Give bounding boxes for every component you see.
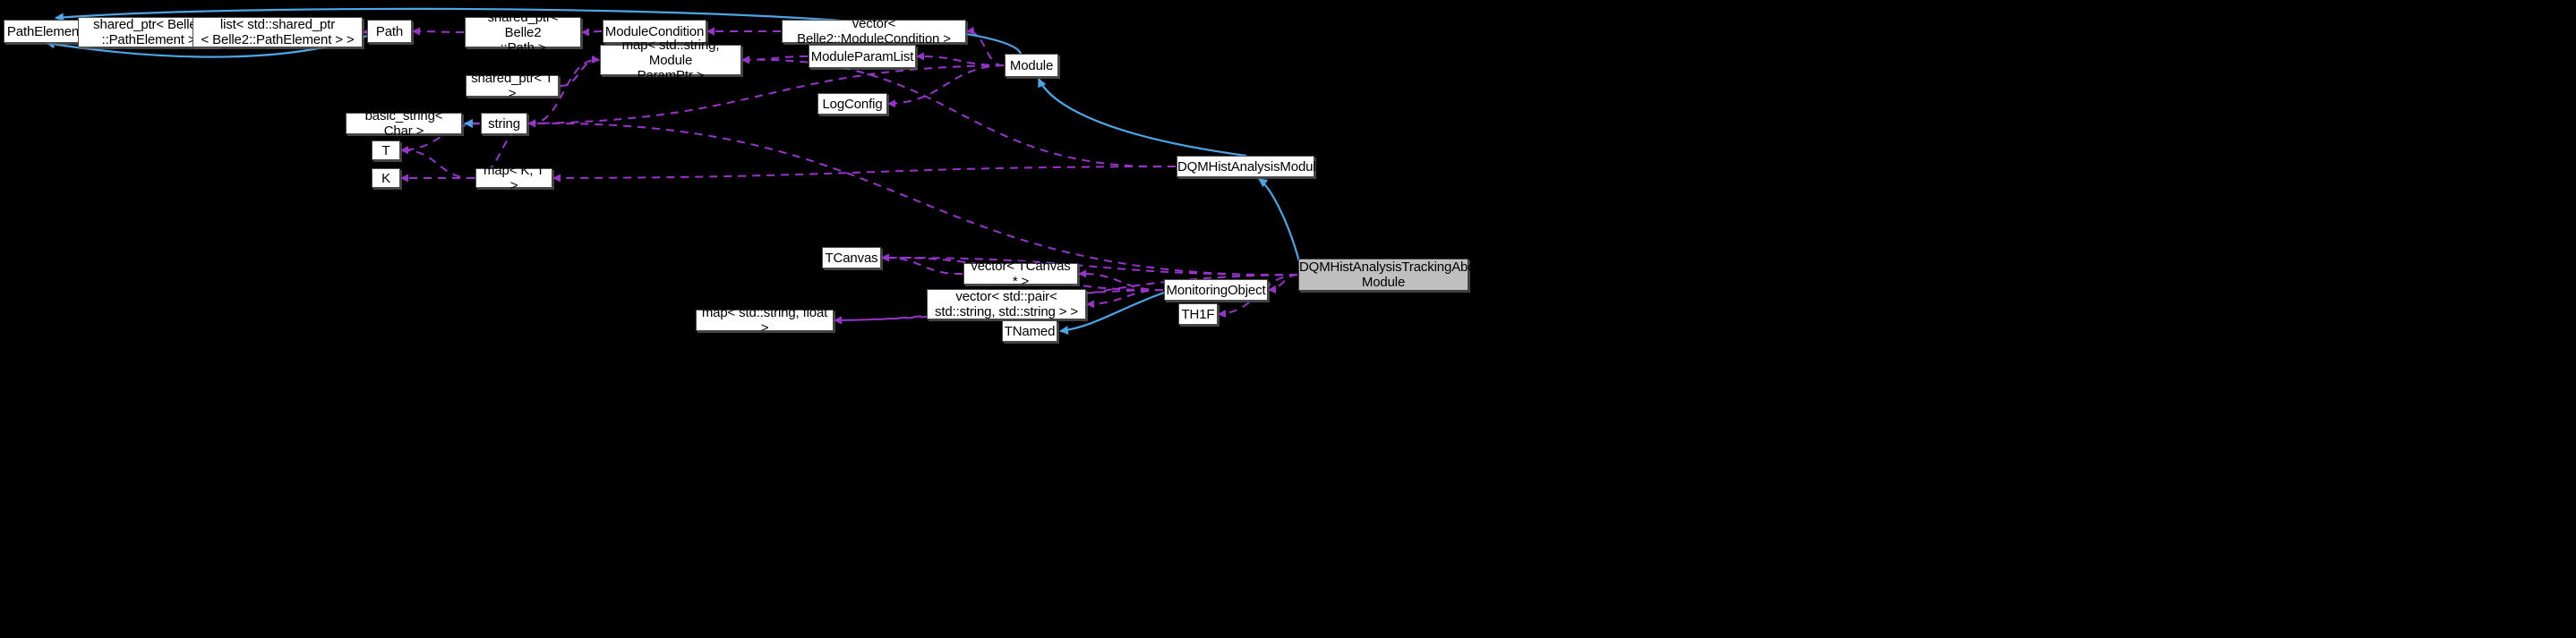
- node-label: ModuleParamList: [810, 48, 914, 64]
- node-shared-ptr-t[interactable]: shared_ptr< T >: [466, 71, 559, 101]
- node-module[interactable]: Module: [1005, 54, 1058, 77]
- node-label: shared_ptr< T >: [471, 71, 553, 101]
- node-module-param-list[interactable]: ModuleParamList: [809, 45, 916, 68]
- node-dqm-tracking-abort[interactable]: DQMHistAnalysisTrackingAbort Module: [1298, 259, 1484, 291]
- edge-monitoring-object-to-vector-pair-string: [1086, 289, 1164, 309]
- node-path-element[interactable]: PathElement: [4, 20, 86, 43]
- node-label: PathElement: [6, 23, 83, 39]
- edge-module-to-module-param-list: [916, 52, 1005, 67]
- edge-dqm-tracking-abort-to-string: [527, 119, 1298, 276]
- node-label: TCanvas: [825, 250, 878, 266]
- node-label: Module: [1009, 57, 1054, 73]
- edge-dqm-hist-analysis-module-to-map-string-moduleparam: [741, 55, 1177, 168]
- node-basic-string-char[interactable]: basic_string< Char >: [346, 108, 462, 139]
- edge-map-k-t-to-t: [400, 146, 475, 180]
- edge-dqm-tracking-abort-to-dqm-hist-analysis-module: [1258, 178, 1302, 266]
- node-label: MonitoringObject: [1166, 282, 1266, 298]
- node-vector-module-condition[interactable]: vector< Belle2::ModuleCondition >: [782, 16, 966, 47]
- node-label: map< K, T >: [484, 163, 544, 193]
- node-label: vector< Belle2::ModuleCondition >: [797, 16, 951, 47]
- node-label: LogConfig: [822, 96, 883, 112]
- node-label: map< std::string, float >: [701, 305, 828, 336]
- node-label: list< std::shared_ptr < Belle2::PathElem…: [201, 17, 355, 47]
- edge-module-condition-to-shared-ptr-path: [581, 28, 603, 37]
- node-label: shared_ptr< Belle2 ::Path >: [487, 9, 559, 55]
- node-label: T: [381, 142, 390, 158]
- edge-dqm-hist-analysis-module-to-module: [1037, 78, 1247, 157]
- node-map-string-float[interactable]: map< std::string, float >: [696, 305, 834, 336]
- edge-dqm-hist-analysis-module-to-map-k-t: [552, 166, 1177, 183]
- edge-dqm-tracking-abort-to-monitoring-object: [1268, 274, 1298, 294]
- node-label: string: [488, 115, 520, 132]
- node-t[interactable]: T: [372, 140, 400, 160]
- node-tcanvas[interactable]: TCanvas: [822, 247, 881, 268]
- edge-shared-ptr-path-to-path: [412, 27, 465, 36]
- node-map-string-moduleparam[interactable]: map< std::string, Module ParamPtr >: [600, 38, 741, 83]
- node-label: basic_string< Char >: [364, 108, 443, 139]
- node-label: DQMHistAnalysisTrackingAbort Module: [1299, 259, 1484, 290]
- edge-vector-tcanvas-ptr-to-tcanvas: [881, 253, 963, 276]
- node-label: DQMHistAnalysisModule: [1177, 158, 1323, 174]
- node-label: TH1F: [1181, 306, 1215, 322]
- node-path[interactable]: Path: [367, 20, 412, 43]
- edge-path-to-list-shared-ptr-pe: [363, 28, 372, 37]
- node-label: vector< TCanvas * >: [971, 259, 1071, 289]
- node-vector-tcanvas-ptr[interactable]: vector< TCanvas * >: [963, 259, 1078, 289]
- edge-dqm-tracking-abort-to-tcanvas: [881, 253, 1298, 276]
- edge-monitoring-object-to-vector-tcanvas-ptr: [1078, 269, 1164, 292]
- node-dqm-hist-analysis-module[interactable]: DQMHistAnalysisModule: [1177, 156, 1323, 177]
- node-log-config[interactable]: LogConfig: [817, 93, 887, 115]
- edge-shared-ptr-t-to-map-string-moduleparam: [559, 55, 600, 88]
- node-label: map< std::string, Module ParamPtr >: [621, 37, 720, 83]
- node-tnamed[interactable]: TNamed: [1002, 320, 1057, 342]
- node-list-shared-ptr-pe[interactable]: list< std::shared_ptr < Belle2::PathElem…: [193, 17, 363, 47]
- node-label: TNamed: [1004, 323, 1056, 339]
- node-k[interactable]: K: [372, 168, 400, 188]
- edge-module-param-list-to-map-string-moduleparam: [741, 55, 809, 64]
- node-vector-pair-string[interactable]: vector< std::pair< std::string, std::str…: [927, 289, 1086, 319]
- node-th1f[interactable]: TH1F: [1178, 303, 1218, 325]
- node-label: K: [381, 170, 390, 186]
- edge-module-to-log-config: [887, 64, 1005, 108]
- node-string[interactable]: string: [481, 113, 527, 134]
- node-shared-ptr-path[interactable]: shared_ptr< Belle2 ::Path >: [465, 10, 581, 55]
- edge-module-to-vector-module-condition: [966, 26, 1005, 67]
- node-label: vector< std::pair< std::string, std::str…: [934, 289, 1079, 319]
- node-monitoring-object[interactable]: MonitoringObject: [1164, 279, 1268, 301]
- node-label: Path: [375, 23, 404, 39]
- node-map-k-t[interactable]: map< K, T >: [475, 163, 552, 193]
